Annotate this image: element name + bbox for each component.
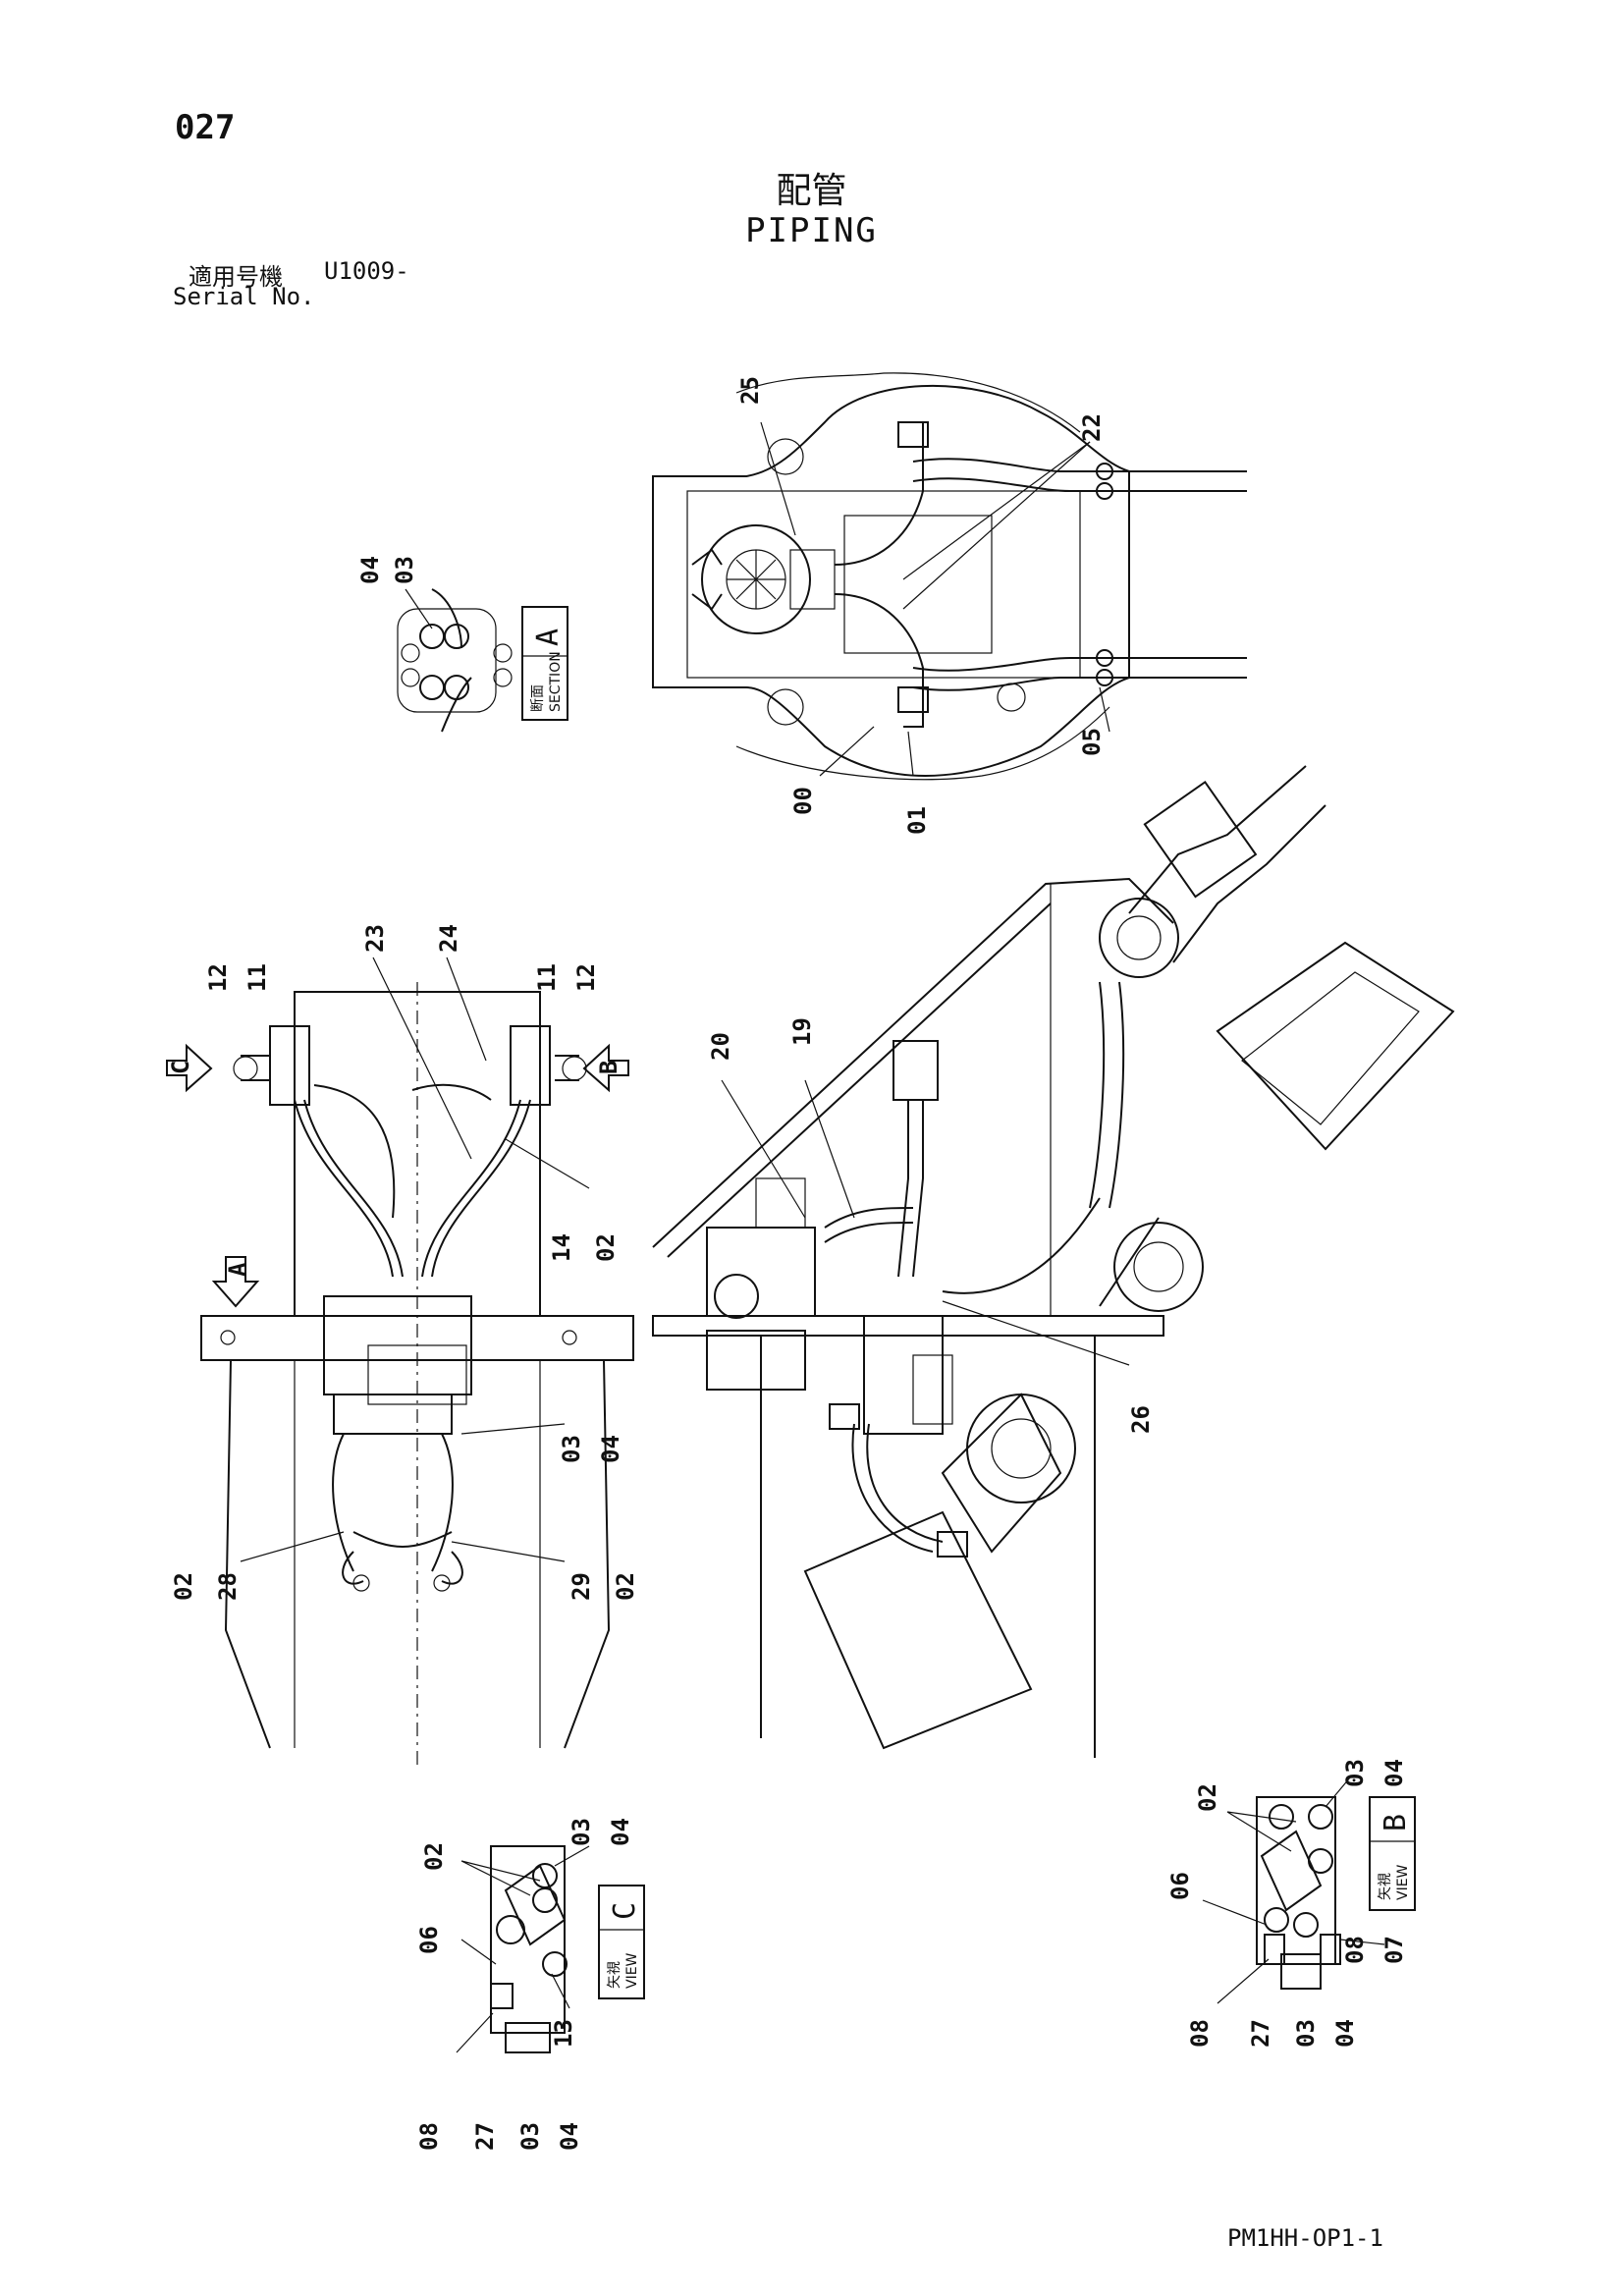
callout-04-a: 04 [597, 1435, 624, 1463]
callout-03-a: 03 [558, 1435, 585, 1463]
view-b-callout-03-top: 03 [1341, 1759, 1369, 1787]
callout-11-right: 11 [533, 963, 561, 992]
section-a-box [521, 606, 568, 721]
view-b-letter: B [1379, 1814, 1413, 1831]
view-c-jp: 矢視 [607, 1961, 622, 1989]
view-b-callout-07: 07 [1380, 1936, 1408, 1964]
section-a-detail: 04 03 断面 SECTION A [356, 556, 568, 733]
callout-29: 29 [568, 1572, 595, 1601]
callout-28: 28 [214, 1572, 242, 1601]
callout-26: 26 [1127, 1405, 1155, 1434]
callout-23: 23 [361, 924, 389, 953]
callout-20: 20 [707, 1032, 734, 1061]
callout-01: 01 [903, 806, 931, 835]
view-c-callout-03-bottom: 03 [516, 2122, 544, 2151]
callout-22: 22 [1078, 413, 1106, 442]
view-b-jp: 矢視 [1378, 1873, 1393, 1900]
callout-12-left: 12 [204, 963, 232, 992]
page-number: 027 [175, 108, 236, 147]
serial-label-jp: 適用号機 [189, 263, 283, 291]
section-a-jp: 断面 [530, 684, 546, 712]
page-title-en: PIPING [745, 211, 878, 250]
callout-25: 25 [736, 376, 764, 405]
callout-02-b: 02 [170, 1572, 197, 1601]
view-b-box [1369, 1796, 1416, 1911]
view-c-en: VIEW [624, 1952, 640, 1989]
section-a-callout-04: 04 [356, 556, 384, 584]
view-c-callout-04-top: 04 [607, 1818, 634, 1846]
callout-02-a: 02 [592, 1233, 620, 1262]
section-a-en: SECTION [548, 651, 564, 712]
view-c-callout-27: 27 [471, 2122, 499, 2151]
callout-02-c: 02 [612, 1572, 639, 1601]
callout-12-right: 12 [572, 963, 600, 992]
view-c-box [598, 1885, 645, 1999]
callout-24: 24 [435, 924, 462, 953]
view-b-detail: 02 03 04 06 07 08 08 27 03 04 矢視 VIEW B [1166, 1759, 1416, 2048]
view-b-callout-08-right: 08 [1341, 1936, 1369, 1964]
view-c-letter: C [608, 1902, 642, 1920]
view-b-arrow [582, 1043, 629, 1093]
front-view: C B A 12 11 23 24 11 12 14 02 03 04 02 2… [166, 924, 639, 1768]
side-view: 20 19 26 [652, 765, 1455, 1758]
view-b-callout-02: 02 [1194, 1783, 1221, 1812]
section-a-callout-03: 03 [391, 556, 418, 584]
view-c-callout-13: 13 [550, 2019, 577, 2048]
callout-05: 05 [1078, 728, 1106, 756]
view-b-callout-06: 06 [1166, 1872, 1194, 1900]
view-b-en: VIEW [1395, 1864, 1411, 1900]
serial-value: U1009- [324, 257, 409, 285]
view-c-arrow [166, 1043, 213, 1093]
section-a-arrow [211, 1256, 260, 1308]
view-c-callout-03-top: 03 [568, 1818, 595, 1846]
page-title-jp: 配管 [776, 171, 847, 211]
view-b-callout-03-bottom: 03 [1292, 2019, 1320, 2048]
callout-11-left: 11 [243, 963, 271, 992]
view-c-callout-02: 02 [420, 1842, 448, 1871]
view-c-detail: 02 03 04 06 13 08 27 03 04 矢視 VIEW C [415, 1818, 645, 2151]
arrow-c-label: C [167, 1061, 194, 1074]
view-b-callout-27: 27 [1247, 2019, 1274, 2048]
view-b-callout-08-left: 08 [1186, 2019, 1214, 2048]
callout-00: 00 [789, 787, 817, 815]
view-c-callout-06: 06 [415, 1926, 443, 1954]
arrow-b-label: B [595, 1061, 622, 1074]
serial-label-en: Serial No. [173, 283, 315, 310]
section-a-letter: A [531, 629, 566, 646]
view-c-callout-04-bottom: 04 [556, 2122, 583, 2151]
view-c-callout-08: 08 [415, 2122, 443, 2151]
document-code: PM1HH-OP1-1 [1227, 2224, 1383, 2252]
top-view: 25 22 00 01 05 [652, 372, 1247, 835]
view-b-callout-04-top: 04 [1380, 1759, 1408, 1787]
callout-14: 14 [548, 1233, 575, 1262]
view-b-callout-04-bottom: 04 [1331, 2019, 1359, 2048]
callout-19: 19 [788, 1017, 816, 1046]
arrow-a-label: A [224, 1262, 251, 1277]
